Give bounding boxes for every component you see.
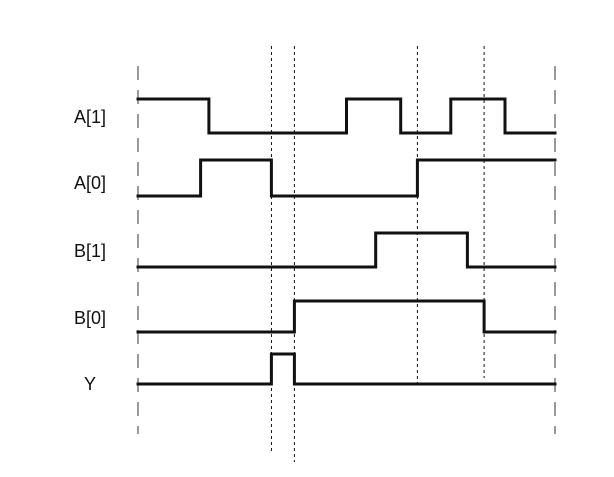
waveform-a1 <box>136 97 557 135</box>
signal-label-a1: A[1] <box>74 107 106 127</box>
signal-label-y: Y <box>84 374 96 394</box>
signal-label-a0: A[0] <box>74 173 106 193</box>
signal-label-b1: B[1] <box>74 241 106 261</box>
waveforms <box>136 97 557 386</box>
signal-label-b0: B[0] <box>74 308 106 328</box>
waveform-b1 <box>136 231 557 269</box>
waveform-b0 <box>136 299 557 334</box>
waveform-y <box>136 352 557 386</box>
waveform-a0 <box>136 158 557 198</box>
signal-labels: A[1] A[0] B[1] B[0] Y <box>74 107 106 394</box>
